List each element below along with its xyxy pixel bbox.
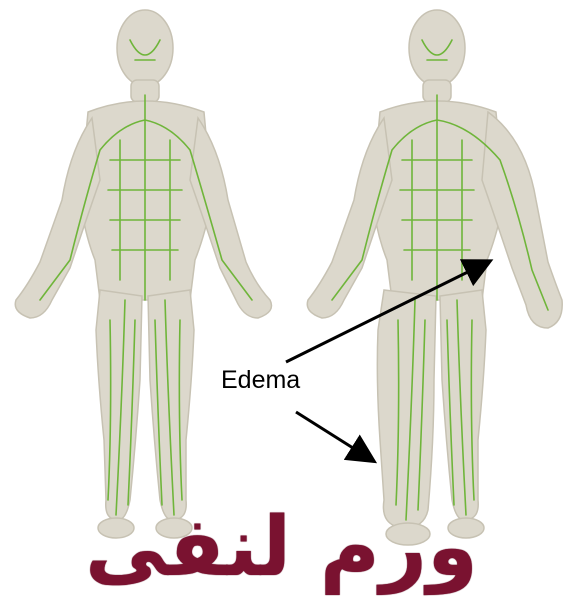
arrow-to-leg	[296, 412, 372, 460]
diagram-title: ورم لنفی	[0, 500, 563, 595]
normal-body-figure	[15, 10, 271, 538]
edema-body-figure	[307, 10, 562, 545]
edema-body-silhouette	[307, 10, 562, 545]
edema-label: Edema	[221, 366, 300, 395]
